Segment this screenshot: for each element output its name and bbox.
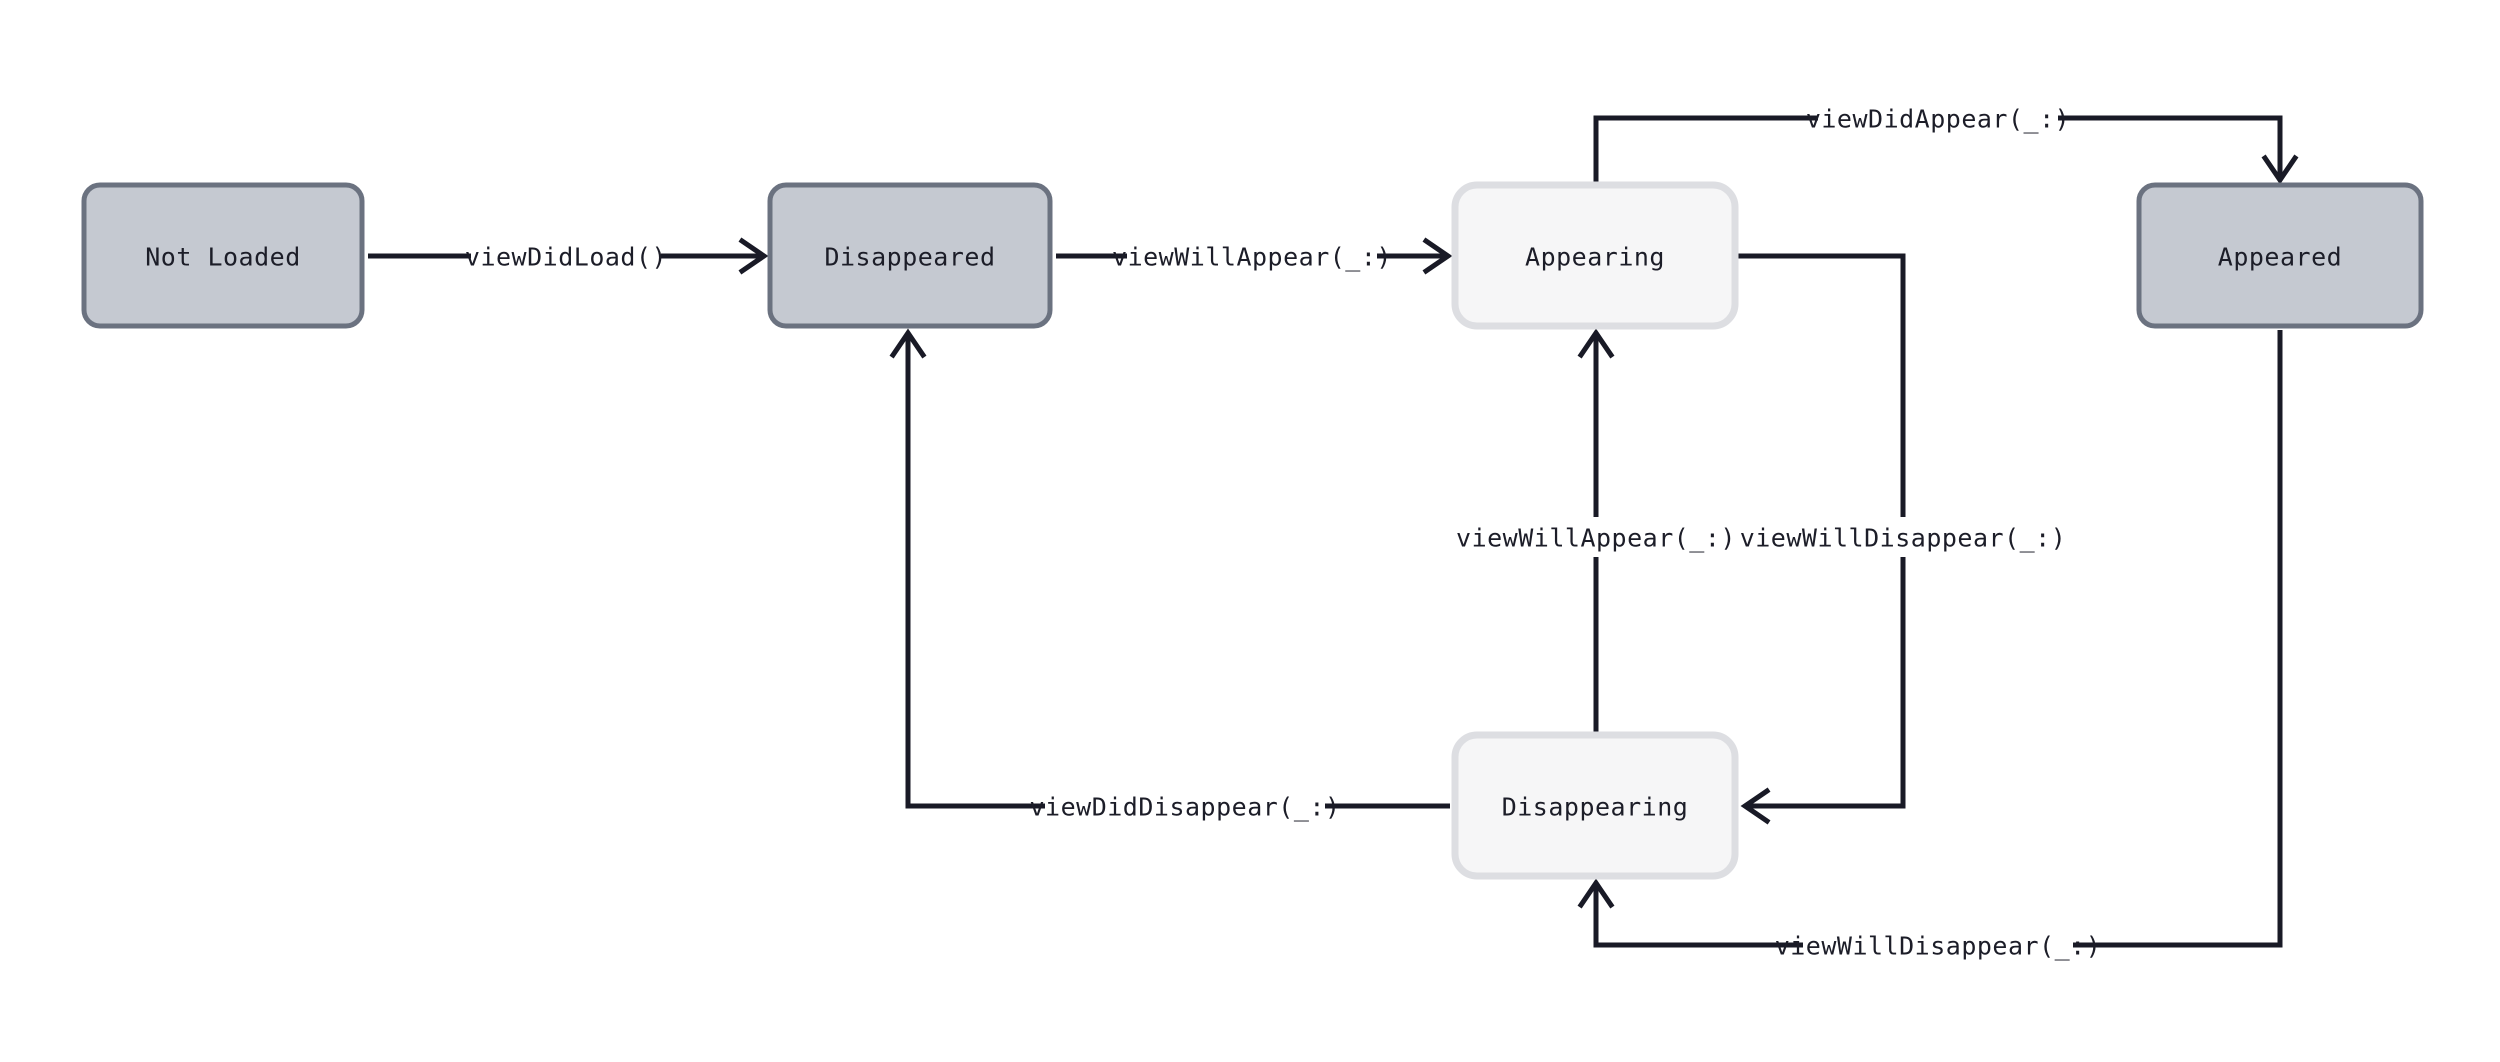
edge-label-text: viewDidDisappear(_:) (1029, 793, 1340, 822)
state-node-appeared[interactable]: Appeared (2136, 182, 2424, 329)
state-node-box[interactable] (81, 182, 365, 329)
edge-label-backdrop (1045, 786, 1325, 826)
arrowhead-icon (1577, 328, 1615, 359)
edge-label-will-appear-mid: viewWillAppear(_:) (1456, 517, 1736, 557)
state-node-label: Not Loaded (145, 243, 301, 272)
state-node-disappearing[interactable]: Disappearing (1451, 731, 1739, 880)
arrowhead-icon (1740, 787, 1771, 825)
edge-label-will-appear-top: viewWillAppear(_:) (1112, 236, 1392, 276)
state-node-box[interactable] (767, 182, 1053, 329)
edge-label-backdrop (1768, 517, 2038, 557)
nodes-layer: Not Loaded Disappeared Appearing AppearedDi… (81, 181, 2424, 880)
edge-label-did-disappear: viewDidDisappear(_:) (1029, 786, 1340, 826)
edge-label-backdrop (1803, 925, 2073, 965)
edge-label-text: viewWillDisappear(_:) (1775, 932, 2102, 961)
state-node-appearing[interactable]: Appearing (1451, 181, 1739, 330)
edge-label-backdrop (1818, 98, 2058, 138)
arrowhead-icon (889, 328, 927, 359)
edge-label-text: viewWillAppear(_:) (1112, 243, 1392, 272)
edge-label-text: viewWillAppear(_:) (1456, 524, 1736, 553)
arrowhead-icon (2261, 154, 2299, 185)
state-node-box[interactable] (2136, 182, 2424, 329)
state-node-label: Disappearing (1502, 793, 1689, 822)
arrowhead-icon (738, 237, 769, 275)
edge-label-will-disappear-mid: viewWillDisappear(_:) (1740, 517, 2067, 557)
state-node-label: Appeared (2218, 243, 2342, 272)
edge-label-backdrop (1127, 236, 1377, 276)
state-node-label: Disappeared (824, 243, 995, 272)
edge-label-backdrop (1471, 517, 1721, 557)
edge-label-text: viewWillDisappear(_:) (1740, 524, 2067, 553)
edge-did-disappear (889, 328, 1450, 809)
edge-label-backdrop (471, 236, 661, 276)
arrowhead-icon (1422, 237, 1453, 275)
arrowhead-icon (1577, 878, 1615, 909)
state-node-box[interactable] (1451, 731, 1739, 880)
edge-label-text: viewDidLoad() (465, 243, 667, 272)
state-node-box[interactable] (1451, 181, 1739, 330)
edge-label-will-disappear-bottom: viewWillDisappear(_:) (1775, 925, 2102, 965)
edge-label-text: viewDidAppear(_:) (1806, 105, 2070, 134)
edge-line (905, 333, 1450, 809)
edge-labels-layer: viewDidLoad() viewWillAppear(_:) viewDidAp… (465, 98, 2101, 965)
state-node-not-loaded[interactable]: Not Loaded (81, 182, 365, 329)
edge-label-did-load: viewDidLoad() (465, 236, 667, 276)
edge-label-did-appear: viewDidAppear(_:) (1806, 98, 2070, 138)
state-node-label: Appearing (1525, 243, 1665, 272)
state-node-disappeared[interactable]: Disappeared (767, 182, 1053, 329)
